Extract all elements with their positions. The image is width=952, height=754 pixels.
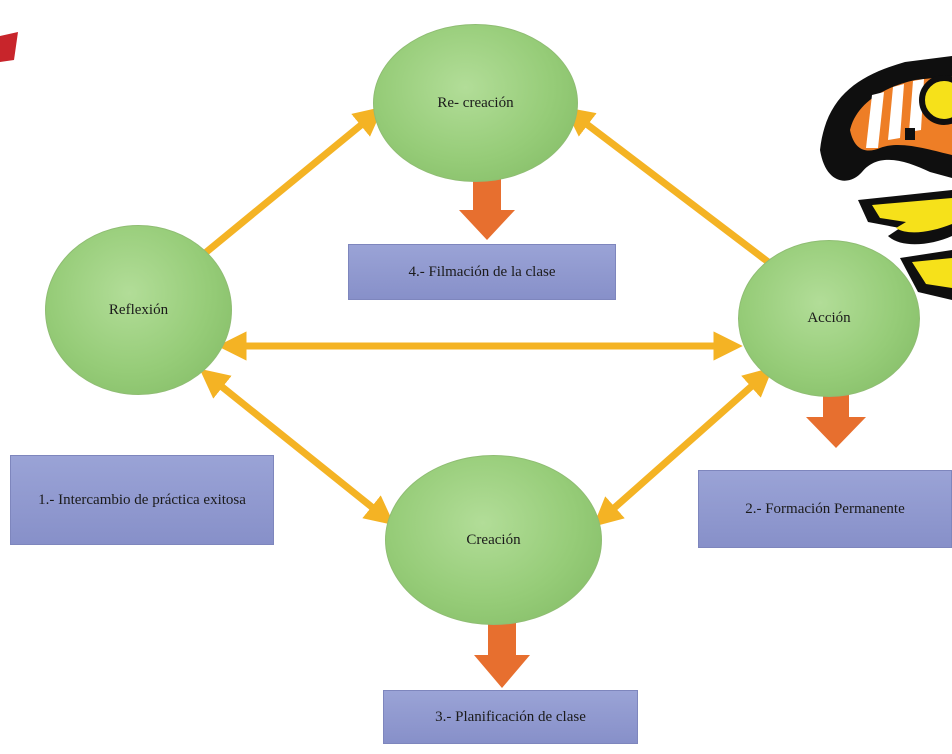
node-accion-label: Acción	[807, 310, 851, 326]
output-arrow-creacion	[474, 621, 530, 688]
step-box-2-label: 2.- Formación Permanente	[745, 500, 905, 517]
arrow-recreacion-accion	[564, 107, 796, 283]
node-creacion-label: Creación	[466, 531, 521, 548]
node-reflexion-label: Reflexión	[108, 301, 169, 318]
step-box-3: 3.- Planificación de clase	[383, 690, 638, 744]
output-arrow-recreacion	[459, 178, 515, 240]
node-reflexion: Reflexión	[45, 225, 232, 395]
step-box-3-label: 3.- Planificación de clase	[435, 708, 586, 725]
node-recreacion: Re- creación	[373, 24, 578, 182]
node-accion: Acción	[738, 240, 920, 397]
step-box-1-label: 1.- Intercambio de práctica exitosa	[38, 491, 246, 508]
toucan-illustration	[820, 56, 952, 300]
node-recreacion-label: Re- creación	[437, 94, 514, 111]
step-box-1: 1.- Intercambio de práctica exitosa	[10, 455, 274, 545]
step-box-2: 2.- Formación Permanente	[698, 470, 952, 548]
arrow-reflexion-recreacion	[181, 106, 384, 273]
step-box-4: 4.- Filmación de la clase	[348, 244, 616, 300]
node-creacion: Creación	[385, 455, 602, 625]
arrow-accion-creacion	[592, 367, 774, 527]
arrow-reflexion-creacion	[199, 368, 395, 526]
output-arrow-accion	[806, 392, 866, 448]
red-fragment-decoration	[0, 32, 18, 62]
step-box-4-label: 4.- Filmación de la clase	[408, 263, 556, 280]
